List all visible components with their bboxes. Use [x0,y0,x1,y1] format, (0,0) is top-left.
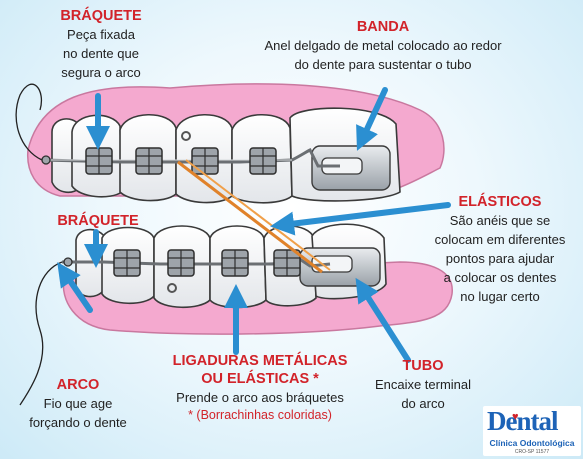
lower-wire-stop [63,257,73,267]
logo-registration: CRO-SP 11577 [514,449,550,455]
banda-line-2: do dente para sustentar o tubo [294,57,472,72]
lower-molar-band [299,247,381,287]
elasticos-line-1: São anéis que se [449,213,551,228]
arco-line-2: forçando o dente [29,415,127,430]
braquete-title: BRÁQUETE [60,8,142,24]
banda-label: BANDA Anel delgado de metal colocado ao … [248,18,518,74]
ligaduras-title-1: LIGADURAS METÁLICAS [172,353,348,369]
logo-subtitle: Clínica Odontológica [489,438,575,448]
lower-wire-tail [19,261,63,406]
arco-line-1: Fio que age [43,396,113,411]
arco-title: ARCO [56,377,100,393]
braquete-lower-title: BRÁQUETE [57,213,139,229]
clinic-logo: Dental ♥ Clínica Odontológica CRO-SP 115… [483,406,581,456]
banda-line-1: Anel delgado de metal colocado ao redor [264,38,502,53]
elasticos-line-5: no lugar certo [460,289,540,304]
elasticos-arrow [270,202,451,236]
tubo-label: TUBO Encaixe terminal do arco [372,357,474,413]
elasticos-label: ELÁSTICOS São anéis que se colocam em di… [420,193,580,306]
tubo-line-2: do arco [401,396,445,411]
elasticos-line-4: a colocar os dentes [443,270,557,285]
ligaduras-title-2: OU ELÁSTICAS * [201,371,319,387]
lower-hook [167,283,177,293]
braquete-label: BRÁQUETE Peça fixada no dente que segura… [40,7,162,82]
tubo-arrow [355,277,411,363]
upper-arch-wire [41,147,340,168]
elastic-band-2 [185,159,331,271]
braquete-line-1: Peça fixada [67,27,135,42]
ligaduras-note: * (Borrachinhas coloridas) [188,408,332,422]
pointer-arrows [57,87,451,363]
braquete-line-2: no dente que [63,46,139,61]
banda-arrow [356,87,388,151]
tubo-title: TUBO [402,358,444,374]
braquete-lower-label: BRÁQUETE [50,212,146,230]
tubo-line-1: Encaixe terminal [374,377,472,392]
upper-molar-band [311,145,391,191]
ligaduras-line: Prende o arco aos bráquetes [176,390,344,405]
heart-icon: ♥ [512,411,519,423]
logo-brand: Dental [487,406,558,436]
arco-label: ARCO Fio que age forçando o dente [18,376,138,432]
ligaduras-label: LIGADURAS METÁLICAS OU ELÁSTICAS * Prend… [150,352,370,424]
upper-wire-tail [15,83,43,161]
upper-hook [181,131,191,141]
elasticos-line-3: pontos para ajudar [445,251,555,266]
arco-lower-arrow [57,262,93,313]
elasticos-title: ELÁSTICOS [458,194,542,210]
upper-wire-stop [41,155,51,165]
elastic-band [177,160,323,274]
bracket-slots [86,148,300,276]
braquete-line-3: segura o arco [61,65,141,80]
elasticos-line-2: colocam em diferentes [434,232,566,247]
banda-title: BANDA [356,19,410,35]
